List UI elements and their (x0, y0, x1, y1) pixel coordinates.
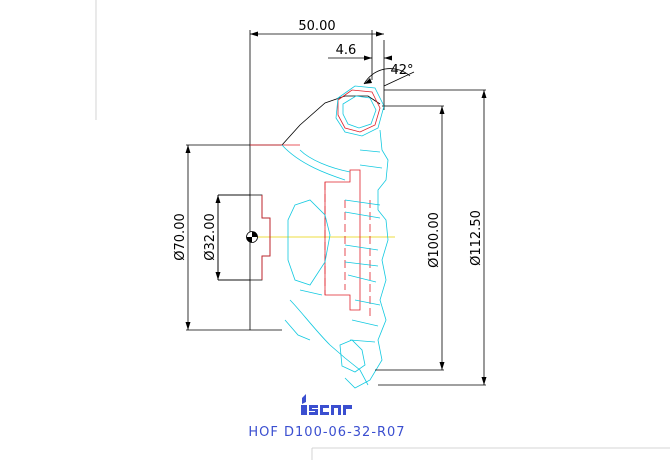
cutting-label: Ø100.00 (427, 212, 442, 268)
part-code: HOF D100-06-32-R07 (248, 425, 405, 440)
hub-label: Ø70.00 (173, 213, 188, 260)
body-outline (217, 30, 385, 331)
iscar-logo (301, 394, 352, 415)
center-mark-icon (246, 231, 258, 243)
dim-hub: Ø70.00 (173, 144, 250, 331)
dim-cutting: Ø100.00 (375, 105, 445, 371)
dim-length: 50.00 (250, 19, 384, 37)
length-label: 50.00 (298, 19, 335, 34)
dim-outer: Ø112.50 (378, 89, 487, 386)
angle-label: 42° (390, 63, 413, 78)
dim-angle: 42° (363, 63, 415, 87)
outer-label: Ø112.50 (469, 210, 484, 266)
dim-chamfer: 4.6 (328, 43, 392, 61)
hidden-lines (250, 89, 381, 320)
sheet-frame (95, 0, 670, 460)
bore-label: Ø32.00 (203, 213, 218, 260)
chamfer-label: 4.6 (336, 43, 357, 58)
insert-geometry (281, 85, 389, 389)
dim-bore: Ø32.00 (203, 195, 221, 280)
